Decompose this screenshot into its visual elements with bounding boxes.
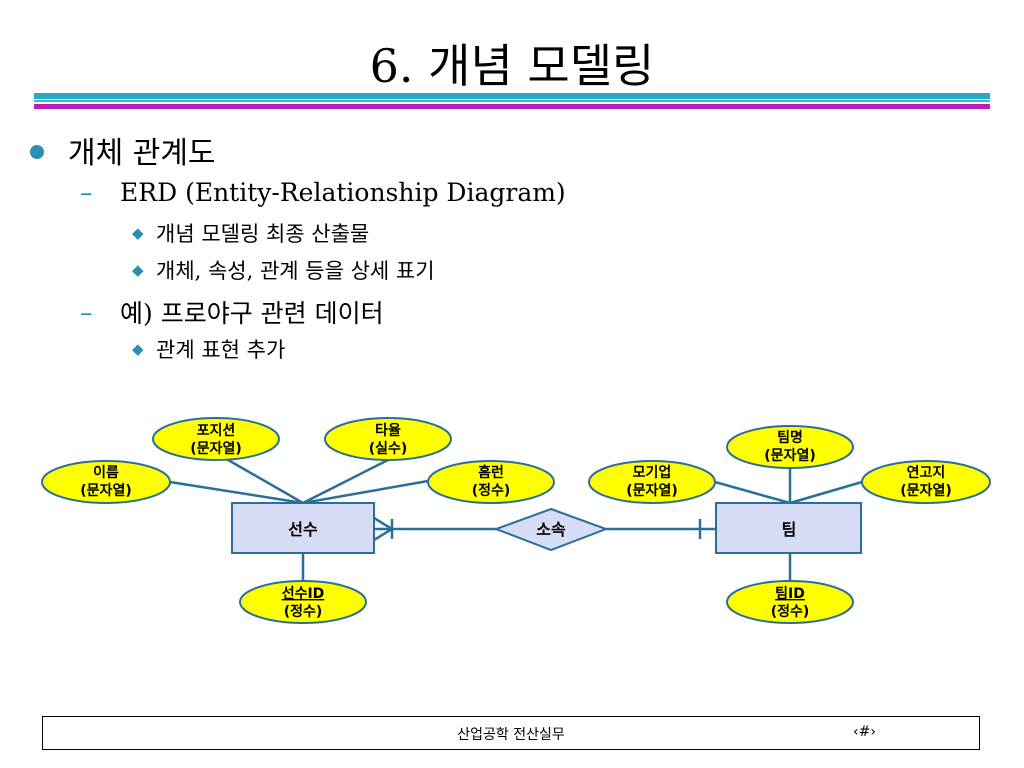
attr-position-type: (문자열) xyxy=(190,440,241,457)
attr-player-id-type: (정수) xyxy=(284,603,323,620)
connector-batting xyxy=(302,458,389,505)
title-rule-cyan xyxy=(34,93,990,99)
attr-position[interactable] xyxy=(152,417,280,461)
attr-name-type: (문자열) xyxy=(80,482,131,499)
bullet-text: 예) 프로야구 관련 데이터 xyxy=(120,299,384,328)
connector-parent-co xyxy=(714,480,791,505)
attr-team-id-type: (정수) xyxy=(771,603,810,620)
attr-home-type: (문자열) xyxy=(900,482,951,499)
attr-player-id[interactable] xyxy=(239,580,367,624)
connector-position xyxy=(215,451,304,505)
dash-icon: – xyxy=(80,297,93,327)
bullet-text: 관계 표현 추가 xyxy=(156,338,286,362)
diamond-bullet-icon: ◆ xyxy=(132,340,144,358)
attr-team-name[interactable] xyxy=(726,425,854,469)
connector-homerun xyxy=(302,479,429,505)
attr-batting[interactable] xyxy=(324,417,452,461)
title-rule-cyan-thin xyxy=(34,100,990,102)
cardinality-crowfoot-bottom xyxy=(373,527,393,542)
attr-parent-co-name: 모기업 xyxy=(633,465,672,481)
footer-course: 산업공학 전산실무 xyxy=(457,727,565,743)
cardinality-crowfoot-top xyxy=(373,516,393,531)
connector-name xyxy=(169,480,304,505)
attribute-ellipses xyxy=(41,417,991,624)
bullet-text: 개체, 속성, 관계 등을 상세 표기 xyxy=(156,259,435,283)
dash-icon: – xyxy=(80,178,93,207)
bullet-level1: 개체 관계도 xyxy=(30,128,216,172)
diamond-bullet-icon: ◆ xyxy=(132,261,144,279)
attr-home[interactable] xyxy=(861,460,991,504)
attr-homerun-name: 홈런 xyxy=(478,464,504,481)
attr-team-name-type: (문자열) xyxy=(764,447,815,464)
attr-parent-co[interactable] xyxy=(588,460,716,504)
attr-team-id[interactable] xyxy=(726,580,854,624)
attr-parent-co-type: (문자열) xyxy=(626,482,677,499)
attr-home-name: 연고지 xyxy=(907,465,946,481)
bullet-level3: ◆ 관계 표현 추가 xyxy=(132,334,285,364)
attr-team-name-name: 팀명 xyxy=(777,429,803,446)
attr-player-id-name: 선수ID xyxy=(282,586,325,602)
bullet-dot-icon xyxy=(30,145,44,159)
bullet-level3: ◆ 개념 모델링 최종 산출물 xyxy=(132,218,369,248)
slide-title: 6. 개념 모델링 xyxy=(369,39,655,93)
attr-name[interactable] xyxy=(41,460,171,504)
bullet-text: 개체 관계도 xyxy=(68,136,216,171)
bullet-level2: – 예) 프로야구 관련 데이터 xyxy=(80,294,384,330)
diamond-bullet-icon: ◆ xyxy=(132,224,144,242)
footer-page-number: ‹#› xyxy=(853,724,876,740)
bullet-level2: – ERD (Entity-Relationship Diagram) xyxy=(80,178,566,207)
bullet-text: ERD (Entity-Relationship Diagram) xyxy=(120,178,566,207)
attr-homerun-type: (정수) xyxy=(472,482,511,499)
bullet-text: 개념 모델링 최종 산출물 xyxy=(156,222,370,246)
attr-homerun[interactable] xyxy=(427,460,555,504)
entity-player[interactable] xyxy=(231,502,375,554)
relationship-belongs[interactable] xyxy=(493,507,609,552)
bullet-level3: ◆ 개체, 속성, 관계 등을 상세 표기 xyxy=(132,255,435,285)
attr-position-name: 포지션 xyxy=(197,422,236,439)
title-rule-magenta xyxy=(34,104,990,109)
slide-footer: 산업공학 전산실무 ‹#› xyxy=(42,716,980,750)
entity-team-label: 팀 xyxy=(782,520,797,539)
attr-name-name: 이름 xyxy=(93,464,119,481)
attr-batting-type: (실수) xyxy=(369,441,408,457)
entity-team[interactable] xyxy=(715,502,862,554)
attr-team-id-name: 팀ID xyxy=(775,586,805,602)
erd-connectors xyxy=(169,451,863,582)
entity-player-label: 선수 xyxy=(288,520,318,539)
connector-home xyxy=(789,480,863,505)
attr-batting-name: 타율 xyxy=(375,422,401,439)
relationship-label: 소속 xyxy=(536,520,566,539)
